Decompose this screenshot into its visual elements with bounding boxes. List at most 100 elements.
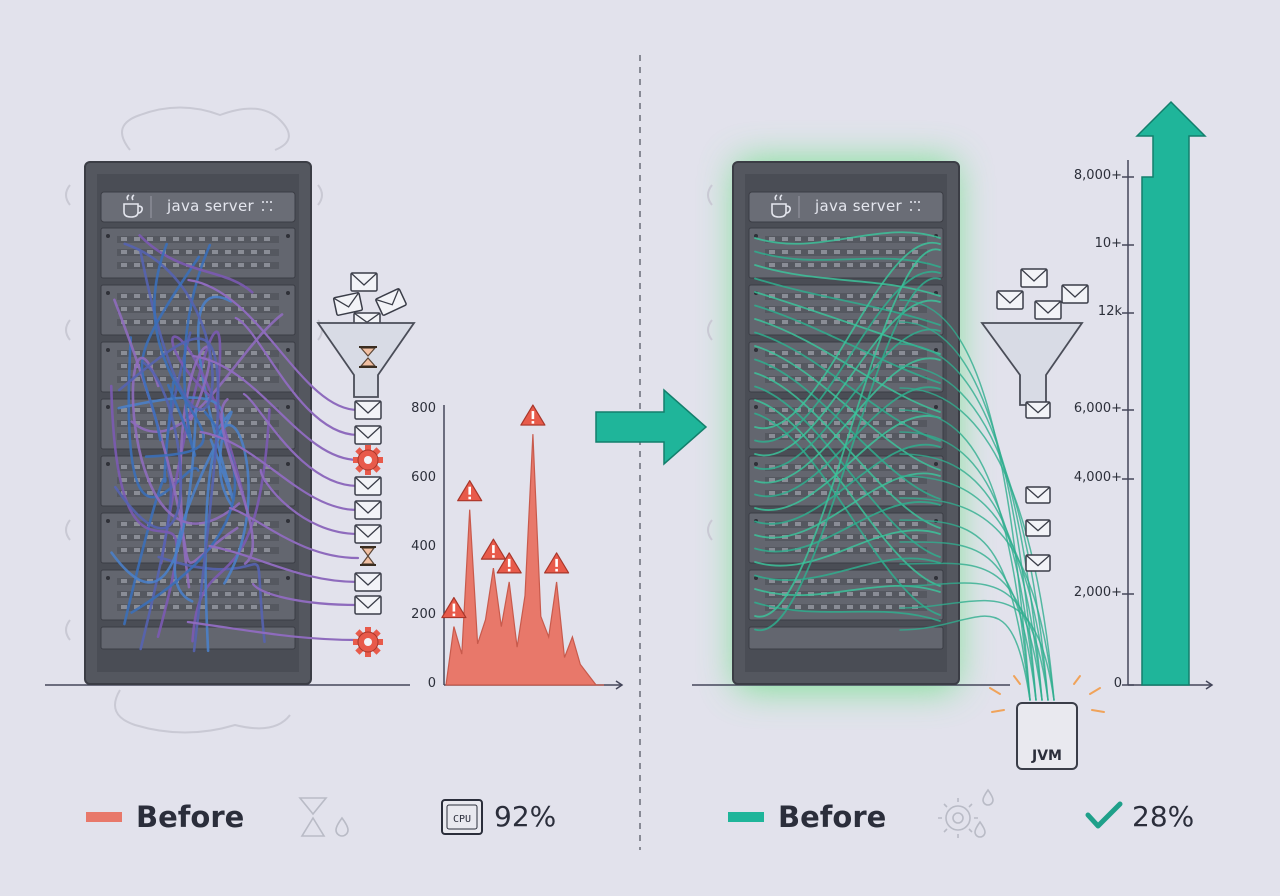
tangled-cable <box>123 242 214 411</box>
server-footer <box>100 626 296 650</box>
message-funnel <box>316 272 416 657</box>
jvm-cable <box>899 475 1049 701</box>
tangled-cable <box>118 337 220 653</box>
cpu-icon: CPU <box>441 799 483 835</box>
y-tick-label: 800 <box>411 401 436 416</box>
tangled-cable <box>196 295 235 502</box>
jvm-label: JVM <box>1032 748 1062 764</box>
organized-cable <box>754 357 941 484</box>
left-legend: Before <box>86 800 244 834</box>
organized-cable <box>754 358 941 500</box>
envelope-icon <box>332 292 364 316</box>
server-rack <box>732 161 1055 701</box>
organized-cable <box>754 277 941 631</box>
organized-cable <box>754 472 941 539</box>
legend-swatch <box>728 812 764 822</box>
java-cup-icon <box>771 194 791 218</box>
jvm-cable <box>899 562 1043 701</box>
queue-cable <box>187 278 360 412</box>
y-tick-label: 2,000+ <box>1073 585 1122 600</box>
envelope-icon <box>996 290 1024 310</box>
envelope-icon <box>1025 486 1051 504</box>
warning-icon <box>544 552 570 574</box>
server-label: java server <box>815 197 902 215</box>
queue-cable <box>192 354 360 462</box>
legend-label: Before <box>778 800 887 834</box>
jvm-box: JVM <box>1016 702 1078 770</box>
background-ornament <box>65 106 323 734</box>
envelope-icon <box>354 572 382 592</box>
tangled-cable <box>220 398 255 565</box>
organized-cable <box>754 601 941 622</box>
organized-cable <box>754 585 941 596</box>
gear-icon <box>353 627 383 657</box>
jvm-cable <box>899 387 1055 701</box>
queue-cable <box>251 582 360 607</box>
tangled-cable <box>114 361 183 530</box>
jvm-cable <box>899 497 1055 701</box>
latency-area <box>445 434 604 686</box>
gear-icon <box>353 445 383 475</box>
organized-cable <box>754 331 941 442</box>
organized-cable <box>754 264 941 297</box>
cpu-chip-label: CPU <box>453 814 471 825</box>
envelope-icon <box>354 425 382 445</box>
y-tick-label: 8,000+ <box>1073 168 1122 183</box>
hourglass-drop-icon <box>298 797 349 837</box>
organized-cable <box>754 415 941 511</box>
message-funnel <box>980 268 1089 572</box>
tangled-cable <box>138 234 254 294</box>
throughput-chart <box>1122 100 1214 690</box>
queue-cable <box>259 468 360 536</box>
y-tick-label: 6,000+ <box>1073 401 1122 416</box>
jvm-cable <box>899 343 1043 701</box>
server-unit <box>100 512 296 564</box>
tangled-cable <box>131 356 241 525</box>
latency-chart <box>441 404 624 690</box>
jvm-cable <box>899 321 1037 701</box>
background-ornament <box>707 184 713 541</box>
server-unit <box>100 227 296 279</box>
tangled-cable <box>166 243 212 457</box>
server-label: java server <box>167 197 254 215</box>
hourglass-icon <box>359 346 377 368</box>
server-header-plate <box>748 191 944 223</box>
legend-swatch <box>86 812 122 822</box>
check-icon <box>1085 801 1123 829</box>
jvm-cable <box>899 519 1031 701</box>
organized-cable <box>754 241 941 430</box>
legend-label: Before <box>136 800 245 834</box>
tangled-cable <box>140 255 201 442</box>
envelope-icon <box>354 595 382 615</box>
y-tick-label: 10+ <box>1094 236 1122 251</box>
y-tick-label: 4,000+ <box>1073 470 1122 485</box>
status-dots-icon <box>910 201 920 211</box>
envelope-icon <box>354 476 382 496</box>
warning-icon <box>496 552 522 574</box>
queue-cable <box>234 316 360 437</box>
jvm-cable <box>899 409 1031 701</box>
organized-cable <box>754 385 941 558</box>
left-panel <box>45 106 624 734</box>
gear-drop-icon <box>938 788 994 838</box>
right-legend: Before <box>728 800 886 834</box>
organized-cable <box>754 345 941 471</box>
organized-cable <box>754 299 941 457</box>
tangled-cable <box>204 423 250 653</box>
hourglass-icon <box>360 546 376 566</box>
organized-cable <box>754 318 941 413</box>
server-header-plate <box>100 191 296 223</box>
cpu-usage-value: 28% <box>1132 800 1195 833</box>
jvm-cable <box>899 599 1055 701</box>
server-unit <box>748 227 944 279</box>
organized-cable <box>754 557 941 581</box>
queue-cable <box>242 392 360 488</box>
envelope-icon <box>1025 519 1051 537</box>
status-dots-icon <box>262 201 272 211</box>
warning-icon <box>457 480 483 502</box>
server-rack <box>84 161 360 685</box>
y-tick-label: 200 <box>411 607 436 623</box>
organized-cable <box>754 277 941 326</box>
organized-cable <box>754 399 941 587</box>
